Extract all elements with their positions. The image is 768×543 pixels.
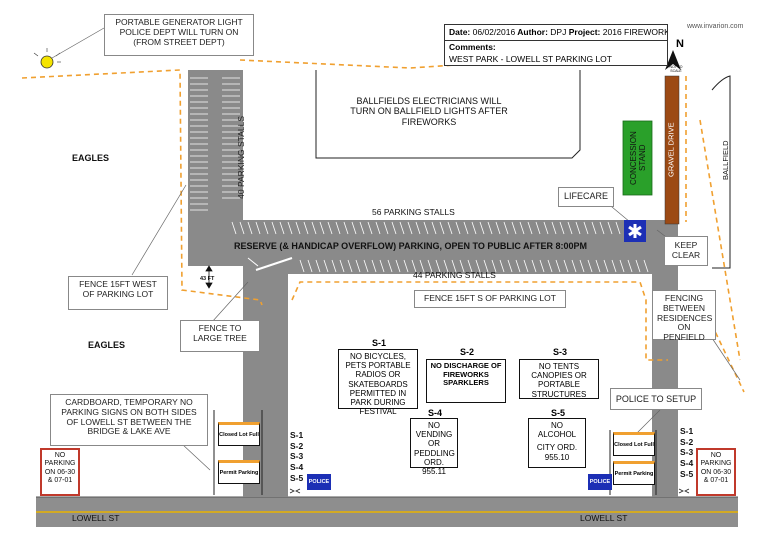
sign-list-item: S-4	[680, 457, 694, 468]
sign-s2: S-2 NO DISCHARGE OF FIREWORKS SPARKLERS	[426, 347, 506, 403]
west-stalls-label: 40 PARKING STALLS	[236, 116, 246, 199]
sign-list-item: S-4	[290, 461, 304, 472]
eagles-top-label: EAGLES	[72, 153, 110, 163]
permit-barricade-east: Permit Parking	[613, 461, 655, 485]
street-label-west: LOWELL ST	[72, 513, 120, 523]
sign-s4: S-4 NO VENDING OR PEDDLING ORD. 955.11	[410, 408, 458, 476]
sign-list-west: S-1 S-2 S-3 S-4 S-5	[290, 430, 303, 483]
fence-west-callout: FENCE 15FT WEST OF PARKING LOT	[68, 276, 168, 310]
sign-list-item: S-2	[290, 440, 304, 451]
sign-s1: S-1 NO BICYCLES, PETS PORTABLE RADIOS OR…	[338, 338, 418, 416]
west-driveway	[243, 266, 269, 497]
sign-list-item: S-3	[680, 447, 694, 458]
sign-s2-code: S-2	[459, 347, 474, 357]
entry-markers	[289, 488, 690, 494]
police-car-east: POLICE	[588, 474, 612, 490]
south-stalls-label: 44 PARKING STALLS	[413, 270, 496, 280]
sign-s3-code: S-3	[552, 347, 567, 357]
generator-light-callout: PORTABLE GENERATOR LIGHT POLICE DEPT WIL…	[104, 14, 254, 56]
north-stalls-label: 56 PARKING STALLS	[372, 207, 455, 217]
gravel-drive	[664, 75, 680, 225]
street-label-east: LOWELL ST	[580, 513, 628, 523]
sign-list-item: S-1	[680, 426, 694, 436]
sign-list-east: S-1 S-2 S-3 S-4 S-5	[680, 426, 693, 479]
sign-s4-text: NO VENDING OR PEDDLING ORD. 955.11	[414, 421, 455, 476]
title-block: Date: 06/02/2016 Author: DPJ Project: 20…	[444, 24, 668, 66]
middle-driveway	[268, 258, 288, 497]
closed-lot-barricade-west: Closed Lot Full	[218, 422, 260, 446]
concession-label: CONCESSION STAND	[628, 131, 647, 185]
dimension-label: 43 FT	[200, 276, 215, 282]
north-stall-markings	[231, 221, 649, 273]
sign-s1-text: NO BICYCLES, PETS PORTABLE RADIOS OR SKA…	[345, 352, 411, 417]
north-arrow-icon	[665, 50, 681, 70]
closed-lot-barricade-east: Closed Lot Full	[613, 432, 655, 456]
sign-s5-text: NO ALCOHOL	[537, 421, 577, 440]
cardboard-signs-callout: CARDBOARD, TEMPORARY NO PARKING SIGNS ON…	[50, 394, 208, 446]
sign-s5-text2: CITY ORD. 955.10	[536, 443, 578, 462]
comments-label: Comments:	[449, 42, 496, 52]
north-letter: N	[676, 38, 684, 50]
sign-s5-code: S-5	[550, 408, 565, 418]
ballfields-label: BALLFIELDS ELECTRICIANS WILL TURN ON BAL…	[350, 96, 508, 127]
no-parking-sign-west: NO PARKING ON 06-30 & 07-01	[40, 448, 80, 496]
sign-s5: S-5 NO ALCOHOL CITY ORD. 955.10	[528, 408, 586, 468]
west-stall-markings	[190, 77, 240, 211]
sign-list-item: S-1	[290, 430, 304, 440]
fence-tree-callout: FENCE TO LARGE TREE	[180, 320, 260, 352]
sign-s2-text: NO DISCHARGE OF FIREWORKS SPARKLERS	[430, 361, 502, 388]
fencing-residences-callout: FENCING BETWEEN RESIDENCES ON PENFIELD	[652, 290, 716, 342]
watermark: www.invarion.com	[687, 23, 744, 30]
star-of-life-icon	[624, 220, 646, 242]
author-value: DPJ	[550, 27, 567, 37]
keep-clear-callout: KEEP CLEAR	[664, 236, 708, 266]
eagles-bottom-label: EAGLES	[88, 340, 126, 350]
no-parking-sign-east: NO PARKING ON 06-30 & 07-01	[696, 448, 736, 496]
police-setup-callout: POLICE TO SETUP	[610, 388, 702, 410]
concession-stand	[622, 120, 653, 196]
sign-list-item: S-5	[290, 472, 304, 483]
north-note: NOT TO SCALE	[669, 65, 683, 73]
date-value: 06/02/2016	[472, 27, 516, 37]
comments-value: WEST PARK - LOWELL ST PARKING LOT	[449, 54, 612, 64]
author-label: Author:	[517, 27, 548, 37]
date-label: Date:	[449, 27, 471, 37]
sign-s3-text: NO TENTS CANOPIES OR PORTABLE STRUCTURES	[531, 362, 587, 399]
sign-s1-code: S-1	[371, 338, 386, 348]
sign-s4-code: S-4	[427, 408, 442, 418]
sign-s3: S-3 NO TENTS CANOPIES OR PORTABLE STRUCT…	[519, 347, 599, 399]
project-label: Project:	[568, 27, 601, 37]
dimension-arrow	[205, 265, 213, 289]
sign-list-item: S-5	[680, 468, 694, 479]
permit-barricade-west: Permit Parking	[218, 460, 260, 484]
police-car-west: POLICE	[307, 474, 331, 490]
title-block-meta: Date: 06/02/2016 Author: DPJ Project: 20…	[445, 25, 667, 41]
reserve-parking-label: RESERVE (& HANDICAP OVERFLOW) PARKING, O…	[234, 241, 588, 251]
sign-list-item: S-2	[680, 436, 694, 447]
generator-light-icon	[40, 55, 54, 69]
gravel-drive-label: GRAVEL DRIVE	[666, 122, 676, 178]
lifecare-callout: LIFECARE	[558, 187, 614, 207]
fence-south-callout: FENCE 15FT S OF PARKING LOT	[414, 290, 566, 308]
project-value: 2016 FIREWORKS	[602, 27, 667, 37]
ballfields-outline	[315, 70, 581, 159]
sign-list-item: S-3	[290, 451, 304, 462]
ballfield-outline	[711, 75, 731, 269]
ballfield-label: BALLFIELD	[721, 140, 730, 180]
